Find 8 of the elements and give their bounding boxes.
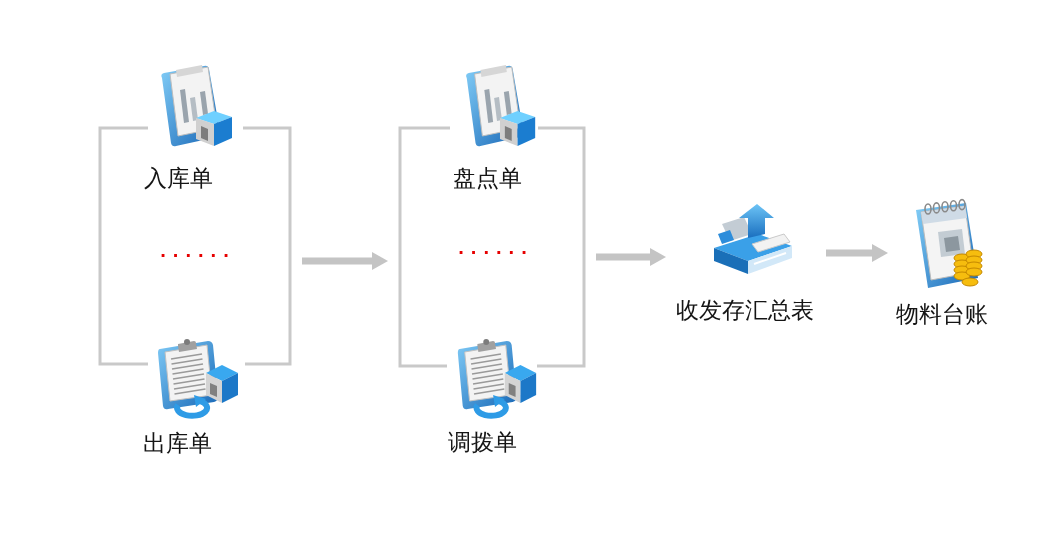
ellipsis-dots: ...... — [160, 242, 236, 262]
icon-caption: 收发存汇总表 — [676, 296, 814, 324]
icon-caption: 调拨单 — [448, 428, 517, 456]
ellipsis-dots: ...... — [458, 239, 534, 259]
icon-caption: 物料台账 — [896, 300, 988, 328]
icon-caption: 出库单 — [143, 429, 212, 457]
icon-caption: 入库单 — [144, 164, 213, 192]
icon-caption: 盘点单 — [453, 164, 522, 192]
